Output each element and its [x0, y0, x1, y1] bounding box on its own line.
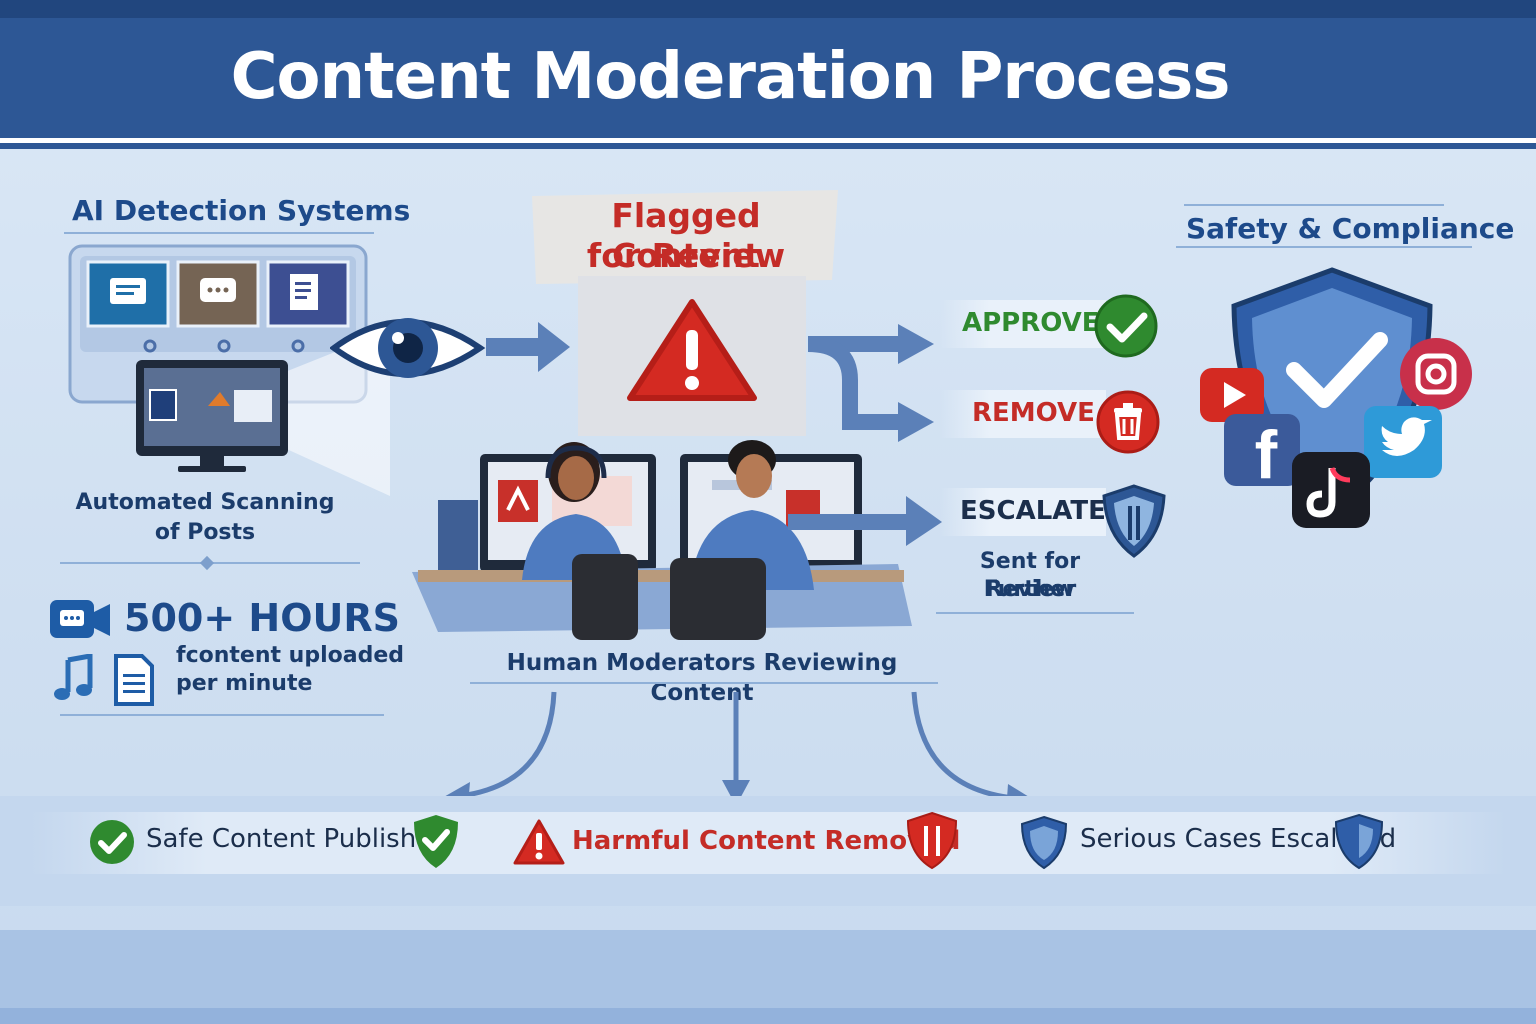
- escalate-bar: [940, 488, 1106, 536]
- comment-icon: [176, 260, 260, 328]
- flagged-title-line2: for Review: [586, 236, 786, 275]
- flagged-title-line1: Flagged Content: [611, 196, 761, 275]
- social-shield-illustration: f: [1200, 267, 1472, 528]
- facebook-icon: f: [1224, 414, 1300, 493]
- approve-label: APPROVE: [962, 308, 1100, 338]
- header-divider: [0, 138, 1536, 143]
- escalate-rule: [936, 612, 1134, 614]
- outcome-safe-label: Safe Content Published: [146, 824, 449, 854]
- header-divider-lower: [0, 143, 1536, 149]
- escalate-note-line1: Sent for Further: [979, 549, 1081, 602]
- document-icon: [266, 260, 350, 328]
- ai-detection-title: AI Detection Systems: [72, 194, 411, 227]
- warning-icon: [627, 299, 757, 401]
- ai-detection-caption-line2: of Posts: [154, 520, 256, 545]
- safe-check-icon: [90, 820, 134, 864]
- flagged-panel: [532, 190, 838, 436]
- safety-top-rule: [1184, 204, 1444, 206]
- escalate-note-line2: Review: [985, 577, 1075, 602]
- header-bar: [0, 0, 1536, 138]
- stats-line2: per minute: [176, 671, 313, 696]
- file-icon: [114, 654, 154, 706]
- svg-text:f: f: [1255, 417, 1278, 493]
- remove-label: REMOVE: [972, 398, 1095, 428]
- outcome-band-inner: [30, 812, 1506, 874]
- music-icon: [54, 654, 93, 700]
- ai-detection-caption-line1: Automated Scanning: [75, 490, 335, 515]
- outcome-harmful-label: Harmful Content Removed: [572, 826, 961, 856]
- shield-icon: [1102, 484, 1166, 558]
- instagram-icon: [1400, 338, 1472, 410]
- serious-shield-right-icon: [1334, 813, 1384, 870]
- action-branch-arrows: [807, 324, 934, 442]
- serious-shield-left-icon: [1020, 815, 1068, 870]
- check-icon: [1094, 294, 1158, 358]
- safe-shield-icon: [414, 815, 458, 868]
- moderators-rule: [470, 682, 938, 684]
- eye-icon: [330, 318, 570, 378]
- stats-line1: fcontent uploaded: [176, 643, 404, 668]
- chat-icon: [86, 260, 170, 328]
- ai-detection-rule: [64, 232, 374, 234]
- header-top-strip: [0, 0, 1536, 18]
- page-title: Content Moderation Process: [230, 40, 1231, 114]
- safety-title: Safety & Compliance: [1186, 212, 1515, 245]
- outcome-arrows: [442, 691, 1034, 808]
- trash-icon: [1096, 390, 1160, 454]
- footer-band-lower: [0, 1008, 1536, 1024]
- human-moderators-illustration: [412, 440, 912, 640]
- escalate-arrow: [788, 496, 942, 546]
- harmful-warning-icon: [513, 819, 565, 865]
- stats-headline: 500+ HOURS: [124, 596, 400, 640]
- safety-rule: [1176, 246, 1472, 248]
- remove-bar: [940, 390, 1106, 438]
- approve-bar: [940, 300, 1106, 348]
- video-chat-icon: [50, 600, 110, 638]
- harmful-shield-icon: [906, 811, 958, 870]
- ai-detection-illustration: [68, 244, 390, 496]
- tiktok-icon: [1292, 452, 1370, 528]
- twitter-icon: [1364, 406, 1442, 478]
- escalate-label: ESCALATE: [960, 496, 1106, 526]
- stats-rule: [60, 714, 384, 716]
- youtube-icon: [1200, 368, 1264, 422]
